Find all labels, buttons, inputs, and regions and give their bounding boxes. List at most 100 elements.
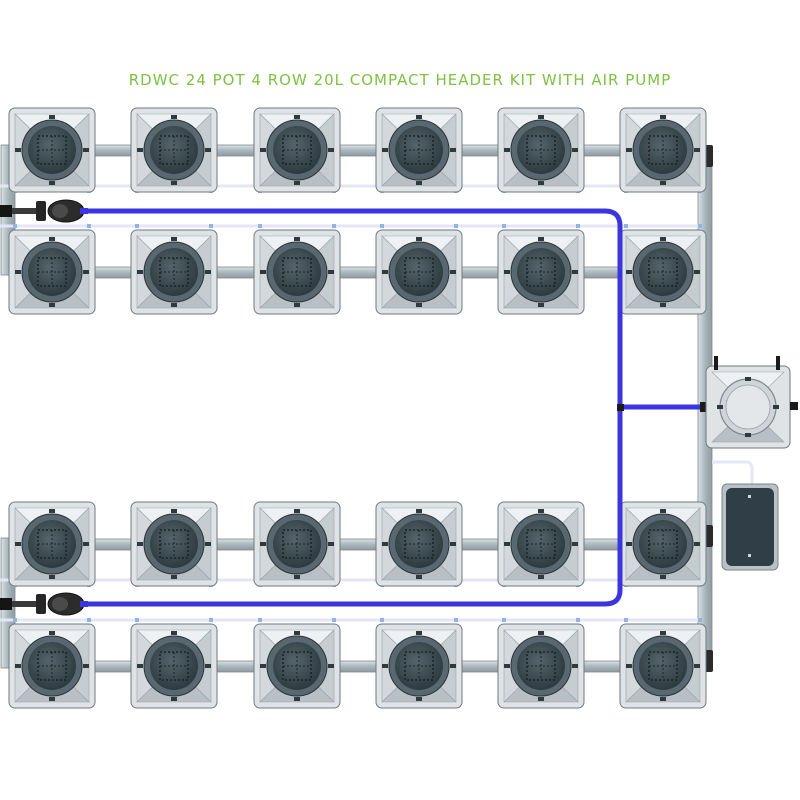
lid-tab	[416, 303, 422, 307]
lid-tab	[538, 115, 544, 119]
lid-tab	[49, 697, 55, 701]
hose-connector-icon	[0, 199, 88, 223]
pot-icon	[8, 623, 96, 709]
header-bracket	[714, 356, 718, 370]
lid-tab	[416, 631, 422, 635]
connector-clamp	[0, 205, 12, 217]
return-line-network	[60, 208, 708, 607]
lid-tab	[294, 509, 300, 513]
air-clip	[454, 224, 458, 228]
lid-tab	[538, 509, 544, 513]
pot-icon	[375, 107, 463, 193]
lid-tab	[626, 542, 632, 546]
air-clip	[576, 618, 580, 622]
lid-tab	[416, 181, 422, 185]
lid-tab	[416, 509, 422, 513]
fittings	[0, 199, 88, 616]
lid-tab	[260, 270, 266, 274]
air-clip	[332, 618, 336, 622]
lid-tab	[416, 237, 422, 241]
header-lid-tab	[773, 405, 779, 409]
air-clip	[135, 618, 139, 622]
pot-icon	[497, 229, 585, 315]
lid-tab	[294, 631, 300, 635]
air-clip	[380, 618, 384, 622]
air-clip	[258, 618, 262, 622]
connector-highlight	[52, 597, 68, 611]
air-clip	[87, 224, 91, 228]
pot-icon	[375, 501, 463, 587]
pot-icon	[619, 107, 707, 193]
lid-tab	[660, 181, 666, 185]
header-lid-tab	[717, 405, 723, 409]
air-clip	[698, 618, 702, 622]
lid-tab	[137, 148, 143, 152]
air-clip	[502, 618, 506, 622]
lid-tab	[626, 664, 632, 668]
pipe-network	[0, 144, 713, 673]
lid-tab	[171, 237, 177, 241]
lid-tab	[328, 664, 334, 668]
air-clip	[13, 224, 17, 228]
lid-tab	[83, 664, 89, 668]
lid-tab	[49, 181, 55, 185]
pot-icon	[8, 229, 96, 315]
pot-icon	[619, 623, 707, 709]
lid-tab	[572, 542, 578, 546]
lid-tab	[49, 303, 55, 307]
lid-tab	[137, 270, 143, 274]
diagram-title: RDWC 24 POT 4 ROW 20L COMPACT HEADER KIT…	[128, 71, 672, 89]
lid-tab	[83, 148, 89, 152]
connector-nut	[36, 201, 46, 221]
lid-tab	[49, 237, 55, 241]
connector-highlight	[52, 204, 68, 218]
header-tank	[705, 356, 798, 449]
pot-icon	[8, 107, 96, 193]
lid-tab	[205, 270, 211, 274]
lid-tab	[660, 697, 666, 701]
lid-tab	[49, 115, 55, 119]
lid-tab	[382, 270, 388, 274]
lid-tab	[504, 270, 510, 274]
lid-tab	[504, 542, 510, 546]
lid-tab	[450, 542, 456, 546]
lid-tab	[171, 303, 177, 307]
connector-clamp	[0, 598, 12, 610]
header-tank-icon	[705, 356, 798, 449]
lid-tab	[660, 237, 666, 241]
air-clip	[209, 224, 213, 228]
lid-tab	[260, 542, 266, 546]
lid-tab	[83, 542, 89, 546]
air-clip	[624, 224, 628, 228]
header-bracket	[776, 356, 780, 370]
lid-tab	[328, 148, 334, 152]
header-outlet	[790, 402, 798, 410]
pot-icon	[253, 623, 341, 709]
pot-icon	[375, 229, 463, 315]
lid-tab	[382, 542, 388, 546]
lid-tab	[15, 664, 21, 668]
lid-tab	[660, 631, 666, 635]
lid-tab	[538, 237, 544, 241]
pot-icon	[253, 229, 341, 315]
pot-icon	[619, 229, 707, 315]
lid-tab	[538, 697, 544, 701]
lid-tab	[294, 237, 300, 241]
lid-tab	[137, 664, 143, 668]
lid-tab	[416, 115, 422, 119]
pot-icon	[497, 107, 585, 193]
lid-tab	[171, 509, 177, 513]
air-pump-icon	[721, 483, 779, 571]
lid-tab	[171, 575, 177, 579]
header-lid-tab	[745, 377, 751, 381]
air-clip	[576, 224, 580, 228]
pot-icon	[253, 107, 341, 193]
lid-tab	[83, 270, 89, 274]
connector-nut	[36, 594, 46, 614]
lid-tab	[171, 115, 177, 119]
lid-tab	[504, 148, 510, 152]
lid-tab	[538, 575, 544, 579]
lid-tab	[205, 542, 211, 546]
pump-screw	[748, 554, 751, 557]
lid-tab	[382, 148, 388, 152]
